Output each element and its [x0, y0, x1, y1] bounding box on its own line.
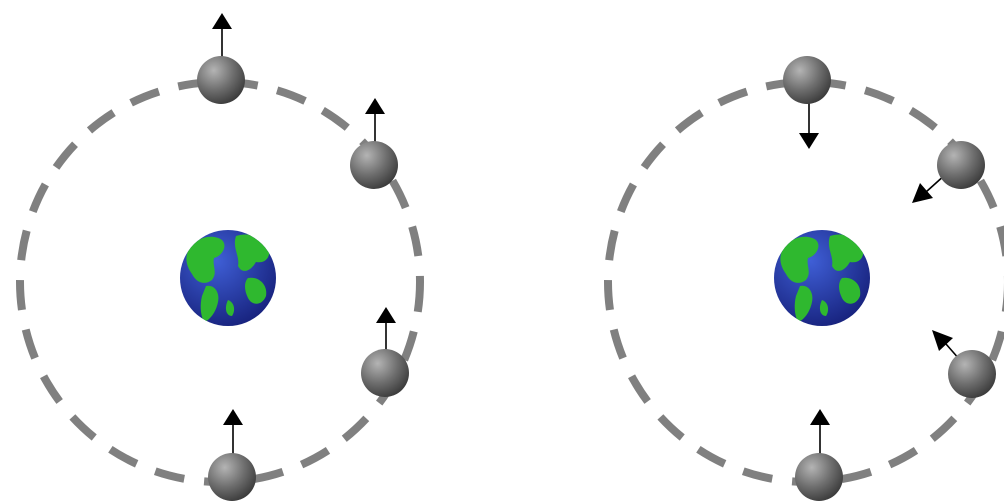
arrowhead — [212, 13, 232, 29]
earth-globe-icon — [180, 230, 276, 326]
arrowhead — [810, 409, 830, 425]
moon-sphere-icon — [361, 349, 409, 397]
moon-sphere-icon — [208, 453, 256, 501]
arrowhead — [365, 98, 385, 114]
moon-bottom — [208, 409, 256, 501]
moon-sphere-icon — [948, 350, 996, 398]
moon-sphere-icon — [197, 56, 245, 104]
arrowhead — [223, 409, 243, 425]
moon-lower-right — [361, 307, 409, 397]
moon-lower-right — [932, 330, 996, 398]
earth-globe-icon — [774, 230, 870, 326]
right-panel — [608, 56, 1004, 501]
moon-upper-right — [912, 141, 985, 203]
moon-sphere-icon — [937, 141, 985, 189]
arrowhead — [912, 183, 933, 203]
moon-sphere-icon — [795, 453, 843, 501]
arrowhead — [376, 307, 396, 323]
moon-bottom — [795, 409, 843, 501]
moon-top — [197, 13, 245, 104]
moon-upper-right — [350, 98, 398, 189]
moon-sphere-icon — [350, 141, 398, 189]
left-panel — [20, 13, 420, 501]
moon-sphere-icon — [783, 56, 831, 104]
moon-top — [783, 56, 831, 149]
arrowhead — [799, 133, 819, 149]
